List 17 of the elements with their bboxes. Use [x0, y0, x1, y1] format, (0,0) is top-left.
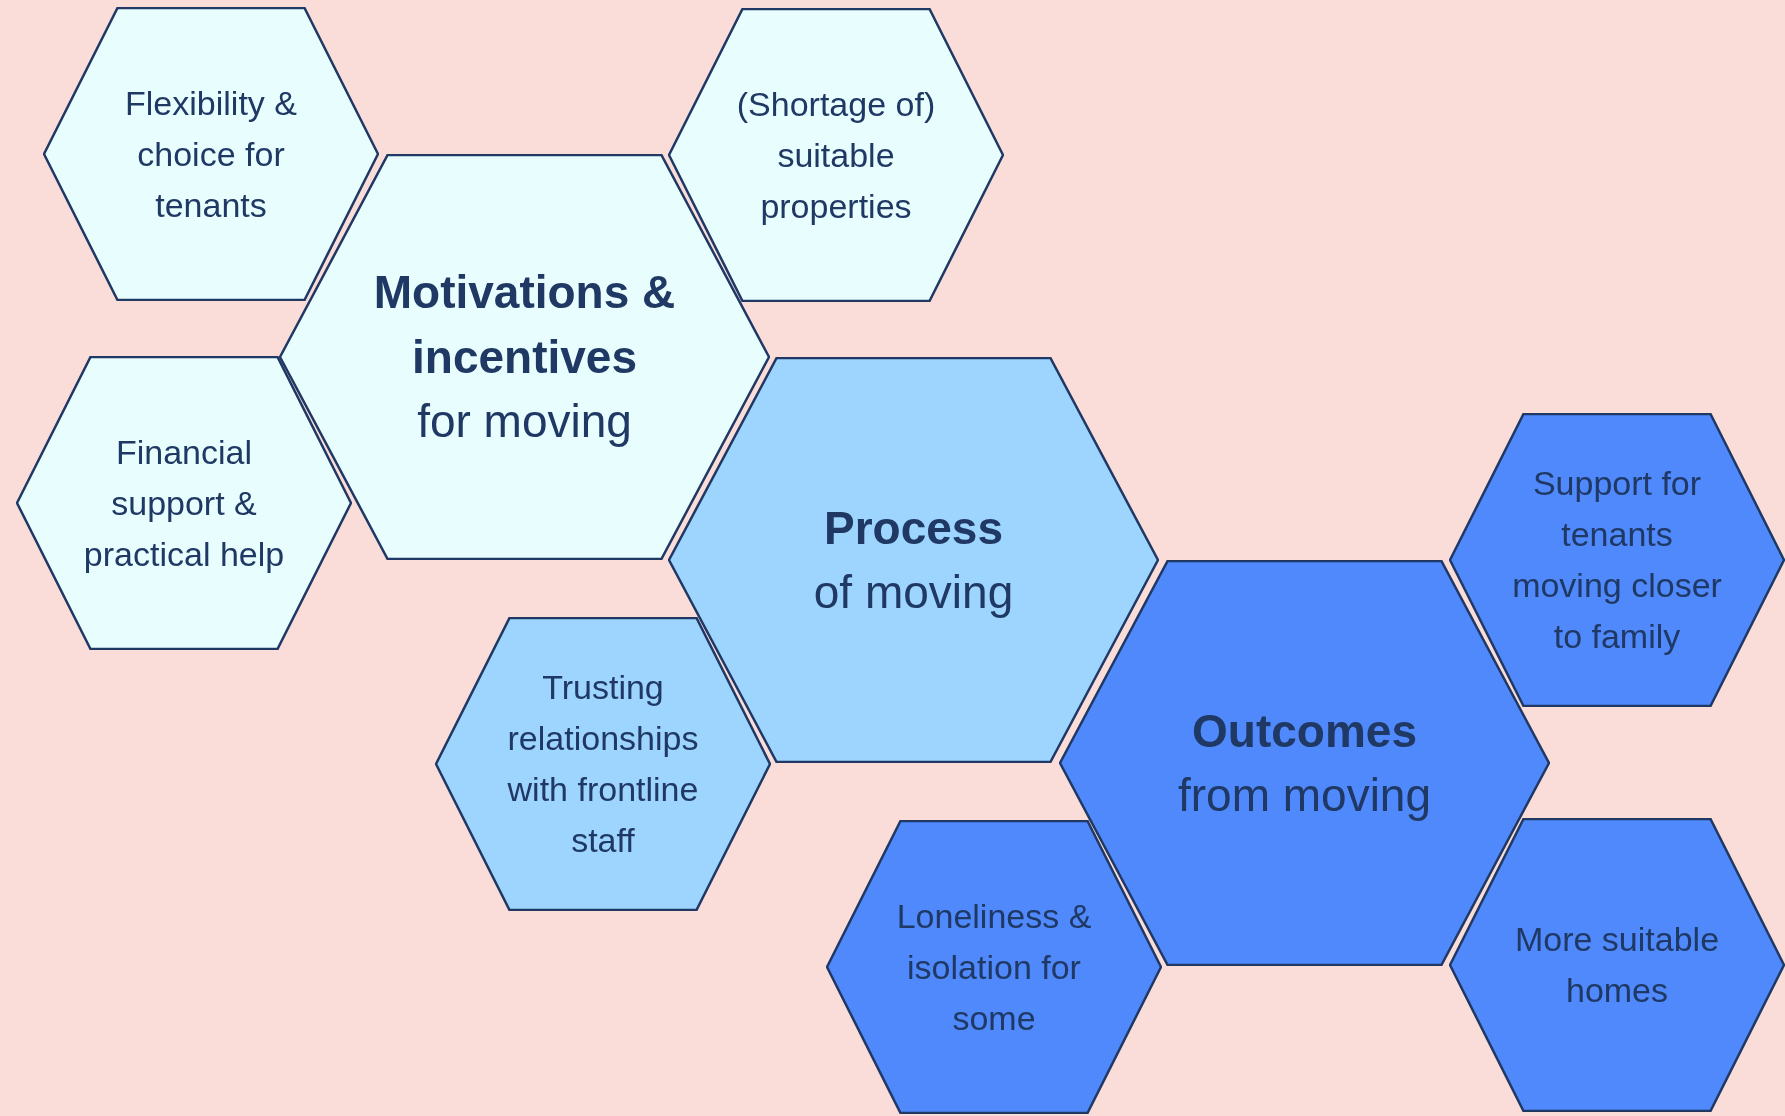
hexagon-tile	[435, 617, 771, 911]
tile-text: Support for tenants moving closer to family	[1511, 463, 1723, 657]
tile-text: of moving	[813, 565, 1014, 620]
tile-heading: Outcomes	[1192, 703, 1417, 759]
tile-text: Flexibility & choice for tenants	[124, 82, 298, 226]
tile-text: from moving	[1177, 768, 1432, 823]
tile-text: (Shortage of) suitable properties	[735, 83, 937, 227]
hexagon-tile	[1449, 413, 1785, 707]
hexagon-tile	[16, 356, 352, 650]
hexagon-tile	[826, 820, 1162, 1114]
tile-text: Trusting relationships with frontline staff	[506, 667, 700, 861]
tile-text: More suitable homes	[1513, 919, 1721, 1011]
tile-text: Financial support & practical help	[82, 431, 286, 575]
tile-text: for moving	[417, 394, 632, 450]
tile-heading: Process	[824, 500, 1003, 556]
tile-text: Loneliness & isolation for some	[895, 895, 1093, 1039]
hexagon-tile	[1449, 818, 1785, 1112]
